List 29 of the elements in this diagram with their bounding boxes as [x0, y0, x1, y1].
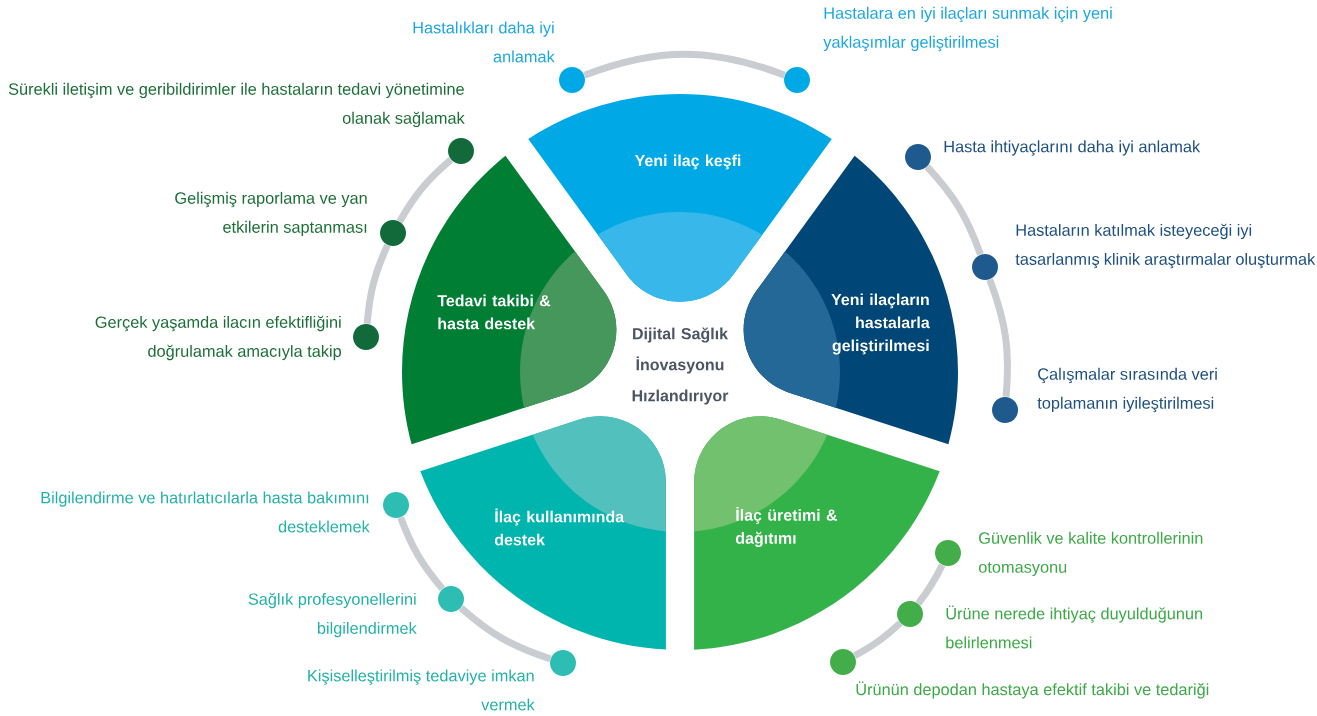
- arc-connector: [986, 278, 1011, 398]
- arc-connector: [852, 620, 903, 659]
- caption-text: Hasta ihtiyaçlarını daha iyi anlamak: [944, 140, 1201, 156]
- node-label: Yeni ilaçların hastalarla geliştirilmesi: [831, 293, 930, 355]
- caption-text: Gerçek yaşamda ilacın efektifliğini doğrulamak amacıyla takip: [95, 315, 341, 361]
- caption-text: Gelişmiş raporlama ve yan etkilerin saptanması: [175, 191, 367, 237]
- node-label: destek: [494, 533, 545, 546]
- arc-connector: [583, 50, 786, 79]
- caption-text: Sağlık profesyonellerini bilgilendirmek: [248, 592, 417, 638]
- arc-connector: [397, 516, 446, 592]
- arc-connector: [924, 164, 984, 256]
- caption-text: Hastalara en iyi ilaçları sunmak için yeni yaklaşımlar geliştirilmesi: [823, 6, 1112, 52]
- node-label: Yeni ilaç keşfi: [634, 154, 741, 170]
- node-label: dağıtımı: [735, 531, 796, 548]
- caption-text: Hastalıkları daha iyi anlamak: [413, 21, 555, 63]
- arc-connector: [458, 605, 552, 663]
- caption-text: Güvenlik ve kalite kontrollerinin otomasyonu: [978, 531, 1203, 577]
- caption-text: Kişiselleştirilmiş tedaviye imkan vermek: [308, 669, 535, 711]
- caption-text: Hastaların katılmak isteyeceği iyi tasarlanmış klinik araştırmalar oluşturmak: [1015, 223, 1316, 269]
- arc-connector: [396, 157, 454, 224]
- center-title: Dijital Sağlık İnovasyonu Hızlandırıyor: [632, 327, 729, 405]
- caption-text: Sürekli iletişim ve geribildirimler ile hastaların tedavi yönetimine olanak sağlamak: [8, 82, 465, 128]
- arc-connector: [915, 563, 946, 606]
- arc-connector: [363, 243, 391, 325]
- caption-text: Çalışmalar sırasında veri toplamanın iyileştirilmesi: [1037, 367, 1217, 413]
- caption-text: Ürüne nerede ihtiyaç duyulduğunun belirlenmesi: [946, 605, 1203, 649]
- caption-text: Ürünün depodan hastaya efektif takibi ve tedariği: [856, 681, 1209, 699]
- caption-text: Bilgilendirme ve hatırlatıcılarla hasta bakımını desteklemek: [41, 491, 370, 533]
- node-label: hasta destek: [438, 317, 536, 330]
